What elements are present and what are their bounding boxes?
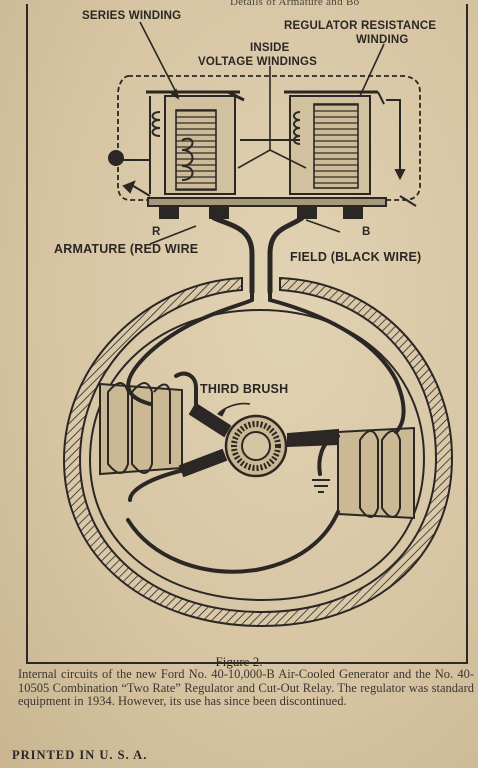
figure-caption: Internal circuits of the new Ford No. 40… [18,667,474,709]
lead-wires [211,215,305,295]
generator-frame [62,276,454,628]
label-winding: WINDING [356,34,409,46]
regulator-wiring [108,99,417,207]
label-r-terminal: R [152,226,161,238]
right-field-pole [337,426,415,520]
label-armature-red-wire: ARMATURE (RED WIRE [54,242,199,256]
regulator-housing [117,75,421,201]
label-field-black-wire: FIELD (BLACK WIRE) [290,250,422,264]
label-voltage-windings: VOLTAGE WINDINGS [198,56,318,68]
label-third-brush: THIRD BRUSH [200,382,289,396]
commutator [217,402,288,478]
left-field-pole [99,382,183,476]
label-regulator-resistance: REGULATOR RESISTANCE [284,20,437,32]
label-inside: INSIDE [250,42,290,54]
label-b-terminal: B [362,226,371,238]
label-leaders [139,21,385,245]
label-series-winding: SERIES WINDING [82,10,182,22]
ground-symbol [312,479,330,493]
running-head: Details of Armature and Bo [230,0,360,8]
figure-frame [26,4,468,664]
printed-in-usa: PRINTED IN U. S. A. [12,748,148,762]
figure-number: Figure 2. [215,654,263,669]
generator-wiring [126,290,406,574]
terminal-base [147,197,387,219]
brushes [178,402,339,478]
voltage-regulator [284,90,385,195]
cutout-relay [146,90,245,195]
